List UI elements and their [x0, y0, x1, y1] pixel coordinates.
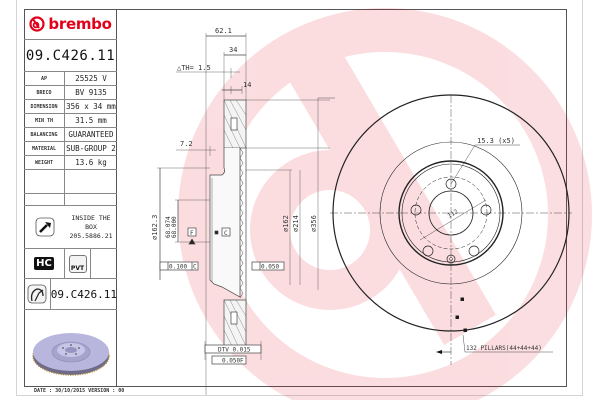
inside-box-label: INSIDE THE BOX	[71, 213, 111, 231]
spec-label: AP	[24, 72, 65, 85]
spec-label: DIMENSION	[24, 100, 65, 113]
info-panel: brembo 09.C426.11 AP 25525 V BRECO BV 91…	[24, 9, 117, 387]
disc-render	[24, 310, 117, 387]
spec-value: GUARANTEED	[68, 129, 114, 139]
spec-row-blank	[24, 170, 117, 194]
spec-row-material: MATERIAL SUB-GROUP 2	[24, 142, 117, 156]
spec-row-balancing: BALANCING GUARANTEED	[24, 128, 117, 142]
spec-row-ap: AP 25525 V	[24, 72, 117, 86]
coated-disc-icon	[24, 279, 51, 309]
spec-label: MIN TH	[24, 114, 65, 127]
pvt-badge: PVT	[65, 249, 91, 278]
pvt-icon: PVT	[70, 264, 85, 272]
spec-row-min-th: MIN TH 31.5 mm	[24, 114, 117, 128]
footer-date-version: DATE : 30/10/2015 VERSION : 00	[34, 388, 125, 394]
spec-label: MATERIAL	[24, 142, 65, 155]
spec-value: 25525 V	[75, 73, 107, 83]
coated-part-number: 09.C426.11	[50, 287, 117, 301]
spec-value: 356 x 34 mm	[66, 101, 116, 111]
hc-badge: HC	[24, 249, 65, 278]
inside-box-part: 205.5886.21	[69, 231, 113, 240]
bolt-icon	[24, 206, 65, 248]
spec-row-breco: BRECO BV 9135	[24, 86, 117, 100]
brembo-logo-icon	[29, 16, 46, 32]
brand-name: brembo	[48, 15, 112, 33]
page-frame	[16, 0, 583, 396]
spec-value: 13.6 kg	[75, 157, 107, 167]
spec-label: WEIGHT	[24, 156, 65, 169]
spec-label: BRECO	[24, 86, 65, 99]
spec-value: SUB-GROUP 2	[66, 143, 116, 153]
spec-value: BV 9135	[75, 87, 107, 97]
spec-label: BALANCING	[24, 128, 65, 141]
inside-box-row: INSIDE THE BOX 205.5886.21	[24, 206, 117, 249]
spec-value: 31.5 mm	[75, 115, 107, 125]
brand-logo: brembo	[24, 9, 117, 40]
spec-row-dimension: DIMENSION 356 x 34 mm	[24, 100, 117, 114]
disc-3d-image	[32, 333, 110, 376]
coated-part-row: 09.C426.11	[24, 279, 117, 310]
spec-row-blank	[24, 194, 117, 206]
badges-row: HC PVT	[24, 249, 117, 279]
part-number: 09.C426.11	[24, 40, 117, 72]
spec-row-weight: WEIGHT 13.6 kg	[24, 156, 117, 170]
